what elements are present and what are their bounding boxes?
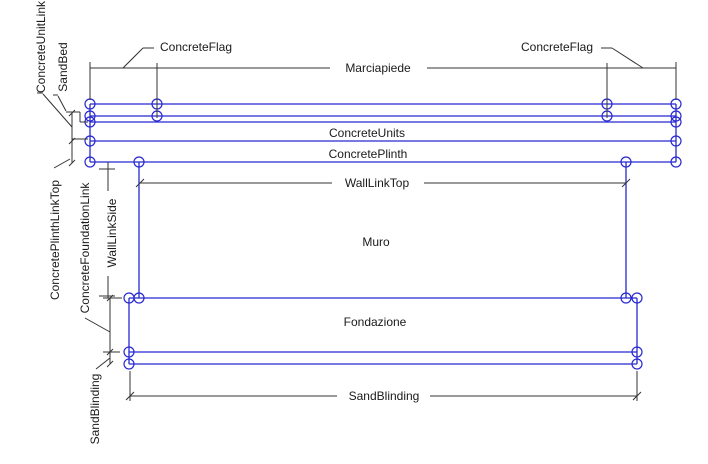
muro-label: Muro xyxy=(362,235,390,249)
sand-bed-label: SandBed xyxy=(56,42,70,92)
wall-link-top-dimension xyxy=(135,178,631,188)
concrete-plinth-label: ConcretePlinth xyxy=(328,147,408,161)
sidewalk-layer-lines xyxy=(89,103,677,163)
sand-blinding-dimension xyxy=(125,371,642,401)
concrete-flag-leaders xyxy=(122,47,644,69)
upper-left-annotation xyxy=(37,92,88,169)
concrete-unit-link-label: ConcreteUnitLink xyxy=(34,0,48,94)
foundation-lines xyxy=(128,297,638,365)
marciapiede-dimension xyxy=(89,62,677,118)
concrete-units-label: ConcreteUnits xyxy=(328,126,406,140)
wall-link-top-label: WallLinkTop xyxy=(341,177,413,189)
concrete-plinth-link-top-label: ConcretePlinthLinkTop xyxy=(48,179,62,301)
concrete-flag-right-label: ConcreteFlag xyxy=(520,40,594,54)
concrete-foundation-link-label: ConcreteFoundationLink xyxy=(78,182,92,314)
sand-blinding-bottom-label: SandBlinding xyxy=(345,390,423,402)
wall-link-side-label: WallLinkSide xyxy=(105,198,119,268)
marciapiede-label: Marciapiede xyxy=(342,62,414,74)
lower-left-annotation xyxy=(84,294,122,370)
sand-blinding-left-label: SandBlinding xyxy=(88,373,102,445)
fondazione-label: Fondazione xyxy=(343,315,407,329)
concrete-flag-left-label: ConcreteFlag xyxy=(159,40,233,54)
